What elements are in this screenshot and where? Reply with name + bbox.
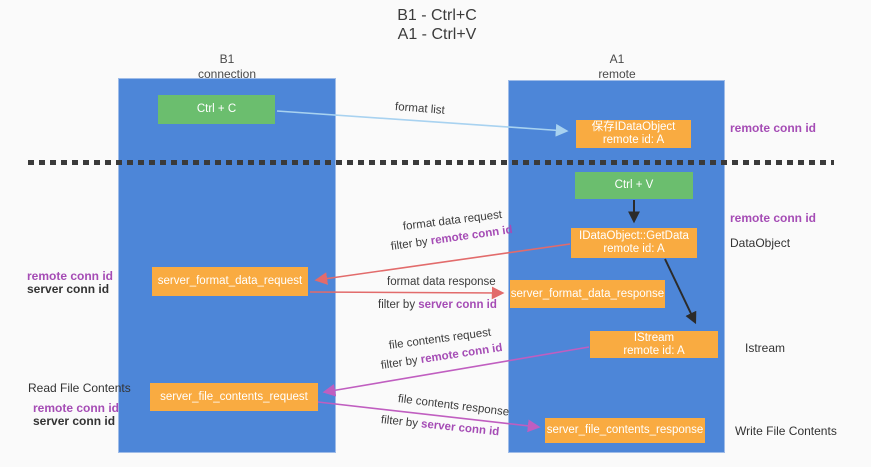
- filter-by-text-4: filter by: [380, 414, 422, 431]
- dataobject-label: DataObject: [730, 236, 791, 250]
- format-list-label: format list: [394, 101, 446, 117]
- right-column-role: remote: [598, 67, 636, 81]
- format-data-response-arrow: [309, 286, 505, 300]
- server-format-data-request-node: server_format_data_request: [152, 267, 308, 296]
- istream-node: IStream remote id: A: [590, 331, 718, 358]
- server-conn-id-key-4: server conn id: [420, 418, 500, 439]
- idataobject-getdata-line1: IDataObject::GetData: [579, 230, 689, 242]
- format-data-response-filter-label: filter by server conn id: [378, 299, 497, 311]
- save-dataobject-line1: 保存IDataObject: [591, 121, 676, 133]
- server-format-data-response-node: server_format_data_response: [510, 280, 665, 308]
- left-server-conn-id-bottom-label: server conn id: [33, 414, 116, 428]
- filter-by-text-2: filter by: [378, 299, 419, 311]
- format-data-response-label: format data response: [387, 276, 496, 288]
- filter-by-text-3: filter by: [380, 354, 422, 372]
- left-remote-conn-id-bottom-label: remote conn id: [33, 401, 120, 415]
- idataobject-getdata-node: IDataObject::GetData remote id: A: [571, 228, 697, 258]
- save-dataobject-line2: remote id: A: [602, 134, 665, 146]
- left-column-name: B1: [219, 52, 235, 66]
- right-column-name: A1: [609, 52, 625, 66]
- server-conn-id-key-2: server conn id: [418, 299, 497, 311]
- right-remote-conn-id-top-label: remote conn id: [730, 121, 817, 135]
- istream-side-label: Istream: [745, 341, 786, 355]
- server-file-contents-request-node: server_file_contents_request: [150, 383, 318, 411]
- server-format-data-request-label: server_format_data_request: [157, 275, 303, 287]
- copy-paste-separator-dashed-line: [28, 160, 834, 165]
- left-server-conn-id-top-label: server conn id: [27, 282, 110, 296]
- server-file-contents-request-label: server_file_contents_request: [160, 390, 308, 403]
- read-file-contents-label: Read File Contents: [28, 381, 131, 395]
- istream-line1: IStream: [633, 331, 675, 344]
- right-column-header: A1 remote: [547, 52, 687, 82]
- server-format-data-response-label: server_format_data_response: [510, 287, 665, 300]
- diagram-title: B1 - Ctrl+C A1 - Ctrl+V: [317, 6, 557, 44]
- left-column-header: B1 connection: [157, 52, 297, 82]
- right-remote-conn-id-mid-label: remote conn id: [730, 211, 817, 225]
- server-file-contents-response-label: server_file_contents_response: [546, 424, 704, 436]
- save-dataobject-node: 保存IDataObject remote id: A: [576, 120, 691, 148]
- diagram-title-line1: B1 - Ctrl+C: [397, 7, 477, 24]
- diagram-title-line2: A1 - Ctrl+V: [397, 26, 477, 43]
- istream-line2: remote id: A: [623, 344, 685, 357]
- server-file-contents-response-node: server_file_contents_response: [545, 418, 705, 443]
- left-remote-conn-id-top-label: remote conn id: [27, 269, 114, 283]
- file-contents-response-filter-label: filter by server conn id: [380, 414, 499, 438]
- filter-by-text-1: filter by: [390, 235, 432, 253]
- ctrl-v-node: Ctrl + V: [575, 172, 693, 199]
- ctrl-v-label: Ctrl + V: [614, 179, 654, 191]
- idataobject-getdata-line2: remote id: A: [603, 243, 665, 255]
- write-file-contents-label: Write File Contents: [735, 424, 837, 438]
- file-contents-response-label: file contents response: [397, 393, 510, 419]
- ctrl-c-label: Ctrl + C: [196, 103, 237, 115]
- left-column-role: connection: [197, 67, 257, 81]
- ctrl-c-node: Ctrl + C: [158, 95, 275, 124]
